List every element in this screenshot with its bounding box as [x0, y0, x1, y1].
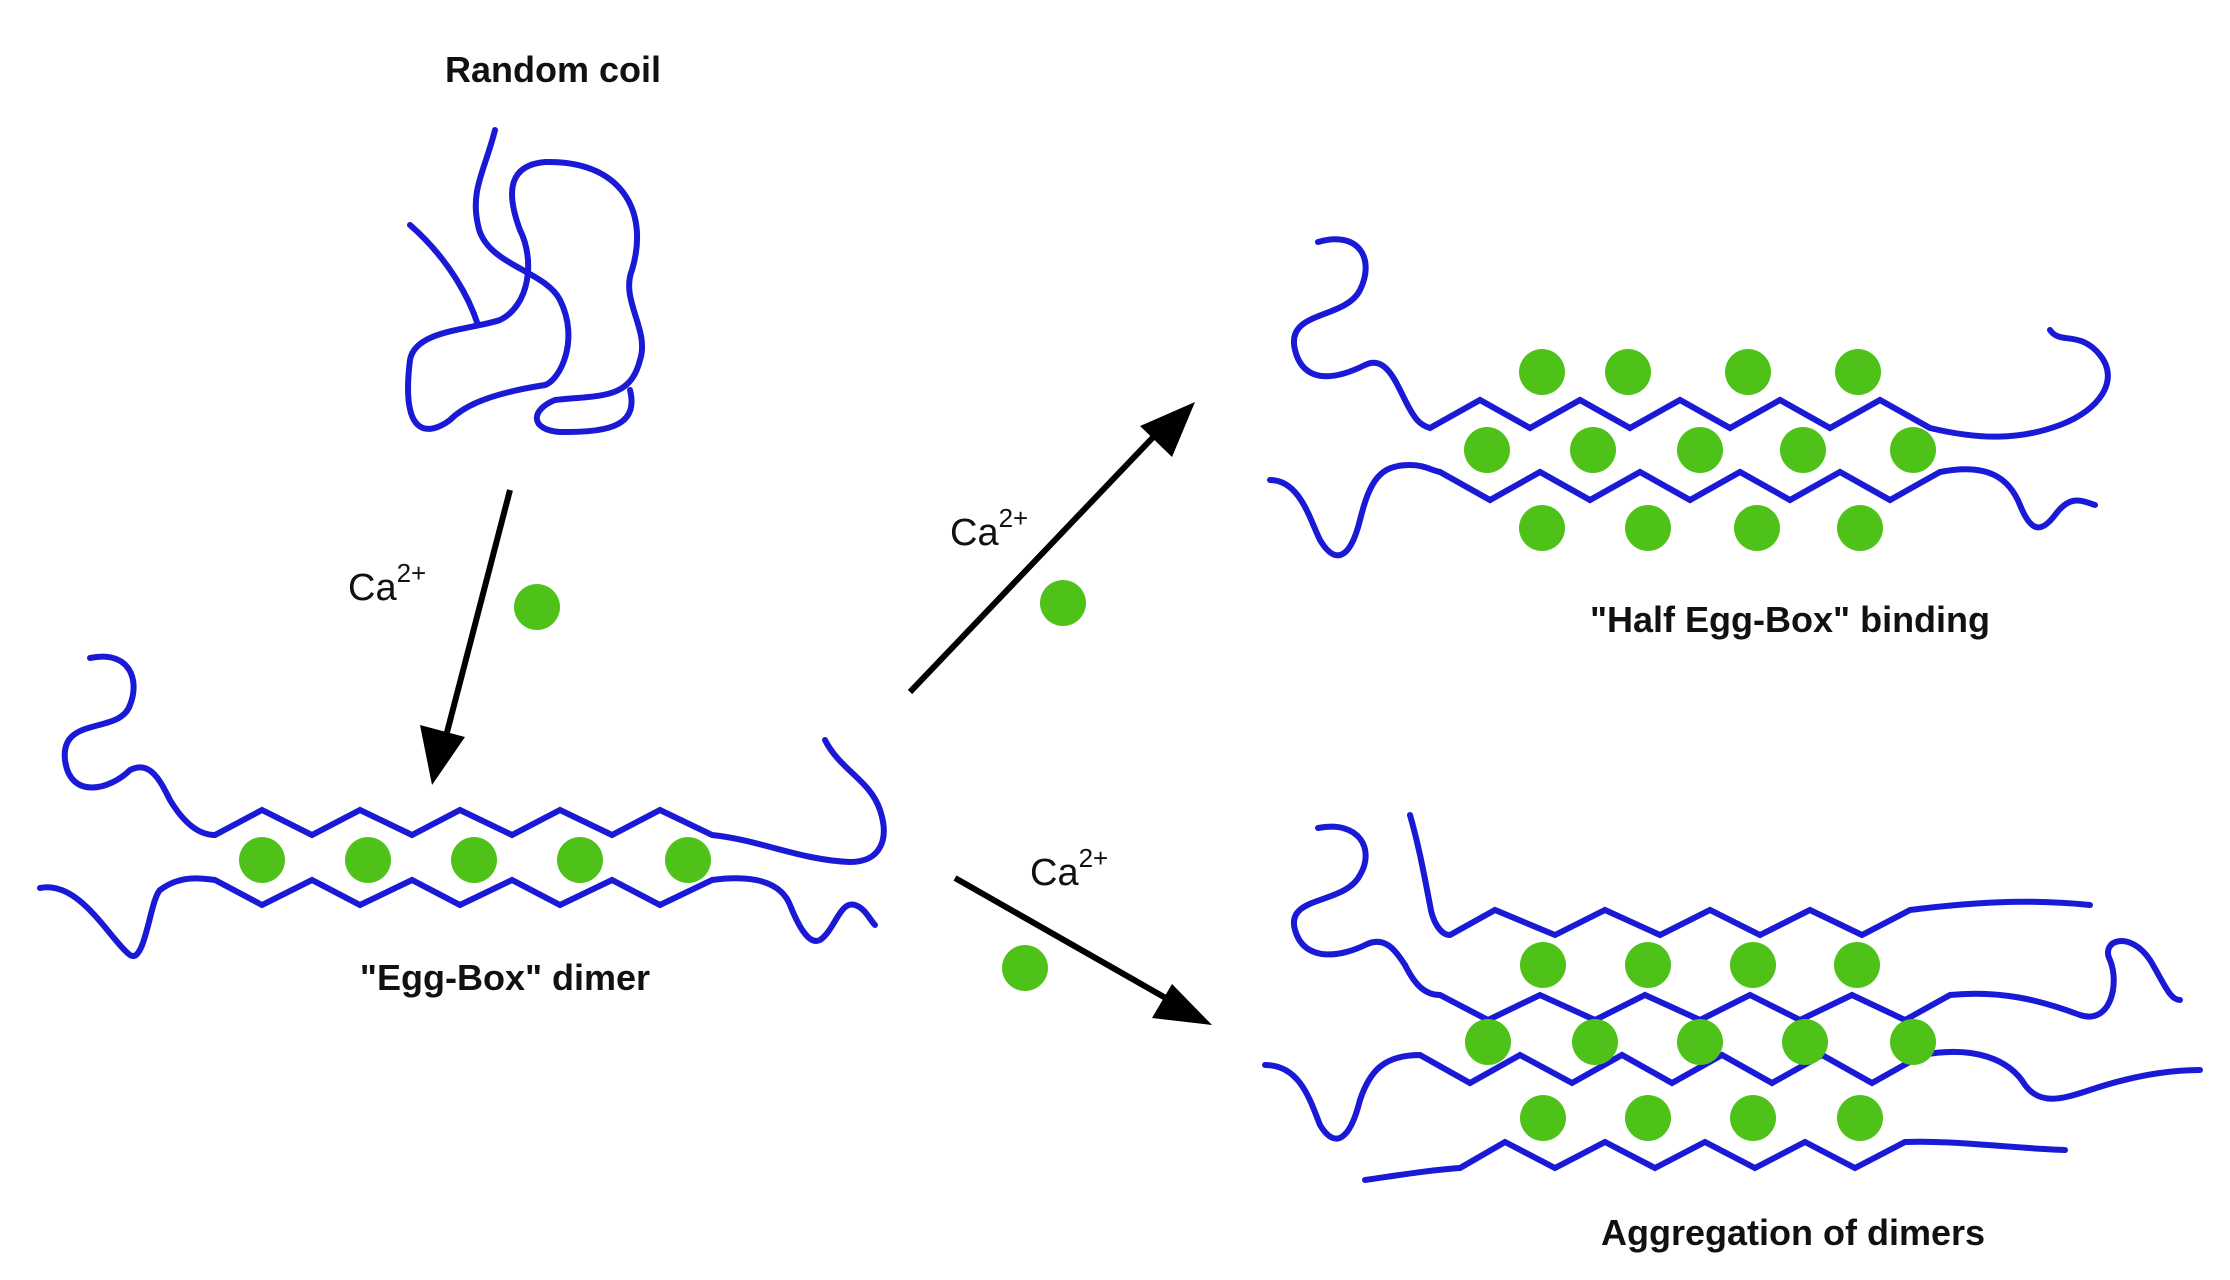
- arrow-dimer-to-half-head: [1140, 402, 1195, 457]
- half-ion-mid-4: [1780, 427, 1826, 473]
- half-ion-bot-1: [1519, 505, 1565, 551]
- agg-ion-row2-5: [1890, 1019, 1936, 1065]
- half-ion-bot-4: [1837, 505, 1883, 551]
- arrow-dimer-to-half: [907, 427, 1163, 695]
- half-ion-top-3: [1725, 349, 1771, 395]
- dimer-ion-2: [345, 837, 391, 883]
- agg-ion-row3-1: [1520, 1095, 1566, 1141]
- agg-ion-row3-2: [1625, 1095, 1671, 1141]
- ca-label-3: Ca2+: [1030, 843, 1108, 894]
- half-ion-top-4: [1835, 349, 1881, 395]
- agg-ion-row2-4: [1782, 1019, 1828, 1065]
- egg-box-dimer-label: "Egg-Box" dimer: [360, 957, 650, 998]
- agg-chain-5: [1362, 1138, 2068, 1183]
- dimer-ion-1: [239, 837, 285, 883]
- aggregation-label: Aggregation of dimers: [1601, 1212, 1985, 1253]
- agg-ion-row1-3: [1730, 942, 1776, 988]
- calcium-ion-1: [514, 584, 560, 630]
- dimer-ion-5: [665, 837, 711, 883]
- ca-label-1: Ca2+: [348, 558, 426, 609]
- half-ion-bot-2: [1625, 505, 1671, 551]
- dimer-ion-4: [557, 837, 603, 883]
- half-ion-mid-2: [1570, 427, 1616, 473]
- agg-chain-2: [1407, 812, 2093, 939]
- agg-chain-1: [1290, 823, 1408, 968]
- half-egg-box-label: "Half Egg-Box" binding: [1590, 599, 1990, 640]
- half-ion-mid-3: [1677, 427, 1723, 473]
- agg-ion-row2-3: [1677, 1019, 1723, 1065]
- dimer-ion-3: [451, 837, 497, 883]
- calcium-ion-3: [1002, 945, 1048, 991]
- arrow-dimer-to-aggregation: [953, 875, 1180, 1008]
- dimer-upper-chain: [61, 653, 887, 866]
- agg-ion-row1-1: [1520, 942, 1566, 988]
- agg-chain-4: [1262, 1048, 2203, 1142]
- agg-ion-row2-1: [1465, 1019, 1511, 1065]
- arrow-coil-to-dimer-head: [420, 725, 465, 785]
- half-ion-top-1: [1519, 349, 1565, 395]
- arrow-coil-to-dimer: [442, 489, 513, 741]
- agg-ion-row3-3: [1730, 1095, 1776, 1141]
- half-ion-top-2: [1605, 349, 1651, 395]
- half-lower-chain: [1267, 461, 2098, 559]
- half-ion-bot-3: [1734, 505, 1780, 551]
- half-ion-mid-1: [1464, 427, 1510, 473]
- random-coil-tail: [407, 222, 481, 328]
- calcium-ion-2: [1040, 580, 1086, 626]
- arrow-dimer-to-aggregation-head: [1152, 984, 1212, 1025]
- random-coil-chain: [405, 127, 645, 436]
- half-upper-chain: [1290, 236, 2111, 440]
- random-coil-label: Random coil: [445, 49, 661, 90]
- agg-ion-row3-4: [1837, 1095, 1883, 1141]
- agg-ion-row1-2: [1625, 942, 1671, 988]
- dimer-lower-chain: [37, 875, 878, 959]
- agg-ion-row1-4: [1834, 942, 1880, 988]
- ca-label-2: Ca2+: [950, 503, 1028, 554]
- half-ion-mid-5: [1890, 427, 1936, 473]
- agg-chain-3: [1402, 938, 2183, 1024]
- agg-ion-row2-2: [1572, 1019, 1618, 1065]
